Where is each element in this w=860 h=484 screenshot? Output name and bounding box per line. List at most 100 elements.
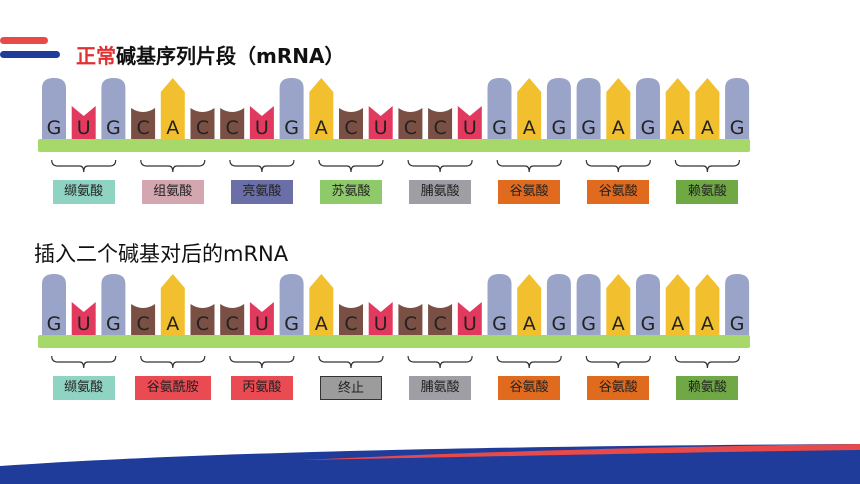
base-shape-A [309,78,334,140]
base-letter: C [195,313,210,335]
base-letter: C [136,117,150,139]
codon-brace [229,355,295,369]
base-shape-U [368,106,393,140]
base-shape-G [279,78,304,140]
base-shape-A [517,274,542,336]
amino-acid-label: 丙氨酸 [230,376,293,400]
base-shape-C [398,108,423,140]
base-letter: G [729,117,745,139]
base-shape-G [725,78,750,140]
amino-acid-label: 缬氨酸 [52,376,115,400]
base-letter: G [284,117,299,139]
base-shape-U [457,106,482,140]
base-shape-G [279,274,304,336]
base-letter: A [166,117,180,139]
base-letter: A [522,117,536,139]
base-letter: C [403,313,418,335]
base-letter: A [611,313,625,335]
codon-brace [585,355,651,369]
sugar-phosphate-backbone [38,335,750,348]
base-letter: G [551,313,567,335]
base-shape-A [309,274,334,336]
decor-bar-blue [0,51,60,58]
base-shape-U [249,106,274,140]
amino-acid-label: 脯氨酸 [409,180,472,204]
base-letter: U [76,117,91,139]
codon-brace [51,159,117,173]
base-shape-G [576,78,601,140]
codon-brace [407,159,473,173]
base-shape-C [398,304,423,336]
base-letter: U [254,313,269,335]
sugar-phosphate-backbone [38,139,750,152]
codon-brace [674,355,740,369]
base-shape-A [160,274,185,336]
base-letter: A [671,117,685,139]
base-shape-A [695,274,720,336]
base-letter: U [254,117,269,139]
base-shape-G [101,78,126,140]
base-letter: A [522,313,536,335]
base-shape-G [546,78,571,140]
codon-brace [407,355,473,369]
amino-acid-label: 赖氨酸 [676,180,739,204]
base-letter: G [106,117,121,139]
base-shape-C [428,304,453,336]
base-shape-C [339,108,363,140]
base-letter: A [671,313,685,335]
base-shape-A [665,78,690,140]
base-shape-C [131,108,156,140]
base-letter: A [166,313,180,335]
base-letter: G [284,313,299,335]
codon-brace [674,159,740,173]
base-letter: G [106,313,121,335]
base-shape-G [42,274,66,336]
amino-acid-label: 谷氨酸 [587,376,650,400]
codon-brace [51,355,117,369]
base-shape-U [368,302,393,336]
title-rest: 碱基序列片段（mRNA） [116,44,345,68]
base-shape-A [606,274,631,336]
amino-acid-label: 谷氨酸 [587,180,650,204]
base-shape-A [606,78,631,140]
base-shape-G [636,274,660,336]
section1-title: 正常碱基序列片段（mRNA） [76,40,344,69]
base-shape-G [101,274,126,336]
amino-acid-label: 亮氨酸 [230,180,293,204]
base-letter: G [492,313,507,335]
base-letter: U [76,313,91,335]
base-letter: G [729,313,745,335]
base-letter: G [46,117,62,139]
codon-brace [140,355,206,369]
base-shape-G [576,274,601,336]
base-letter: C [344,117,358,139]
base-shape-C [190,304,215,336]
bottom-band-red [300,444,860,460]
base-letter: C [136,313,150,335]
decor-bar-red [0,37,48,44]
section1-svg [38,78,750,173]
base-letter: C [433,313,447,335]
bottom-decor-band [0,444,860,484]
codon-brace [229,159,295,173]
base-shape-A [160,78,185,140]
codon-brace [318,159,384,173]
base-shape-G [725,274,750,336]
base-letter: C [403,117,418,139]
base-shape-G [636,78,660,140]
base-letter: A [314,117,328,139]
base-letter: U [462,313,477,335]
base-letter: G [581,313,596,335]
amino-acid-label: 组氨酸 [141,180,204,204]
amino-acid-label: 缬氨酸 [52,180,115,204]
base-letter: G [46,313,62,335]
codon-brace [585,159,651,173]
base-shape-G [42,78,66,140]
section2-title: 插入二个碱基对后的mRNA [34,242,289,266]
base-shape-G [487,274,512,336]
codon-brace [496,159,562,173]
base-letter: A [700,313,714,335]
base-shape-C [220,304,245,336]
amino-acid-label: 终止 [320,376,382,400]
